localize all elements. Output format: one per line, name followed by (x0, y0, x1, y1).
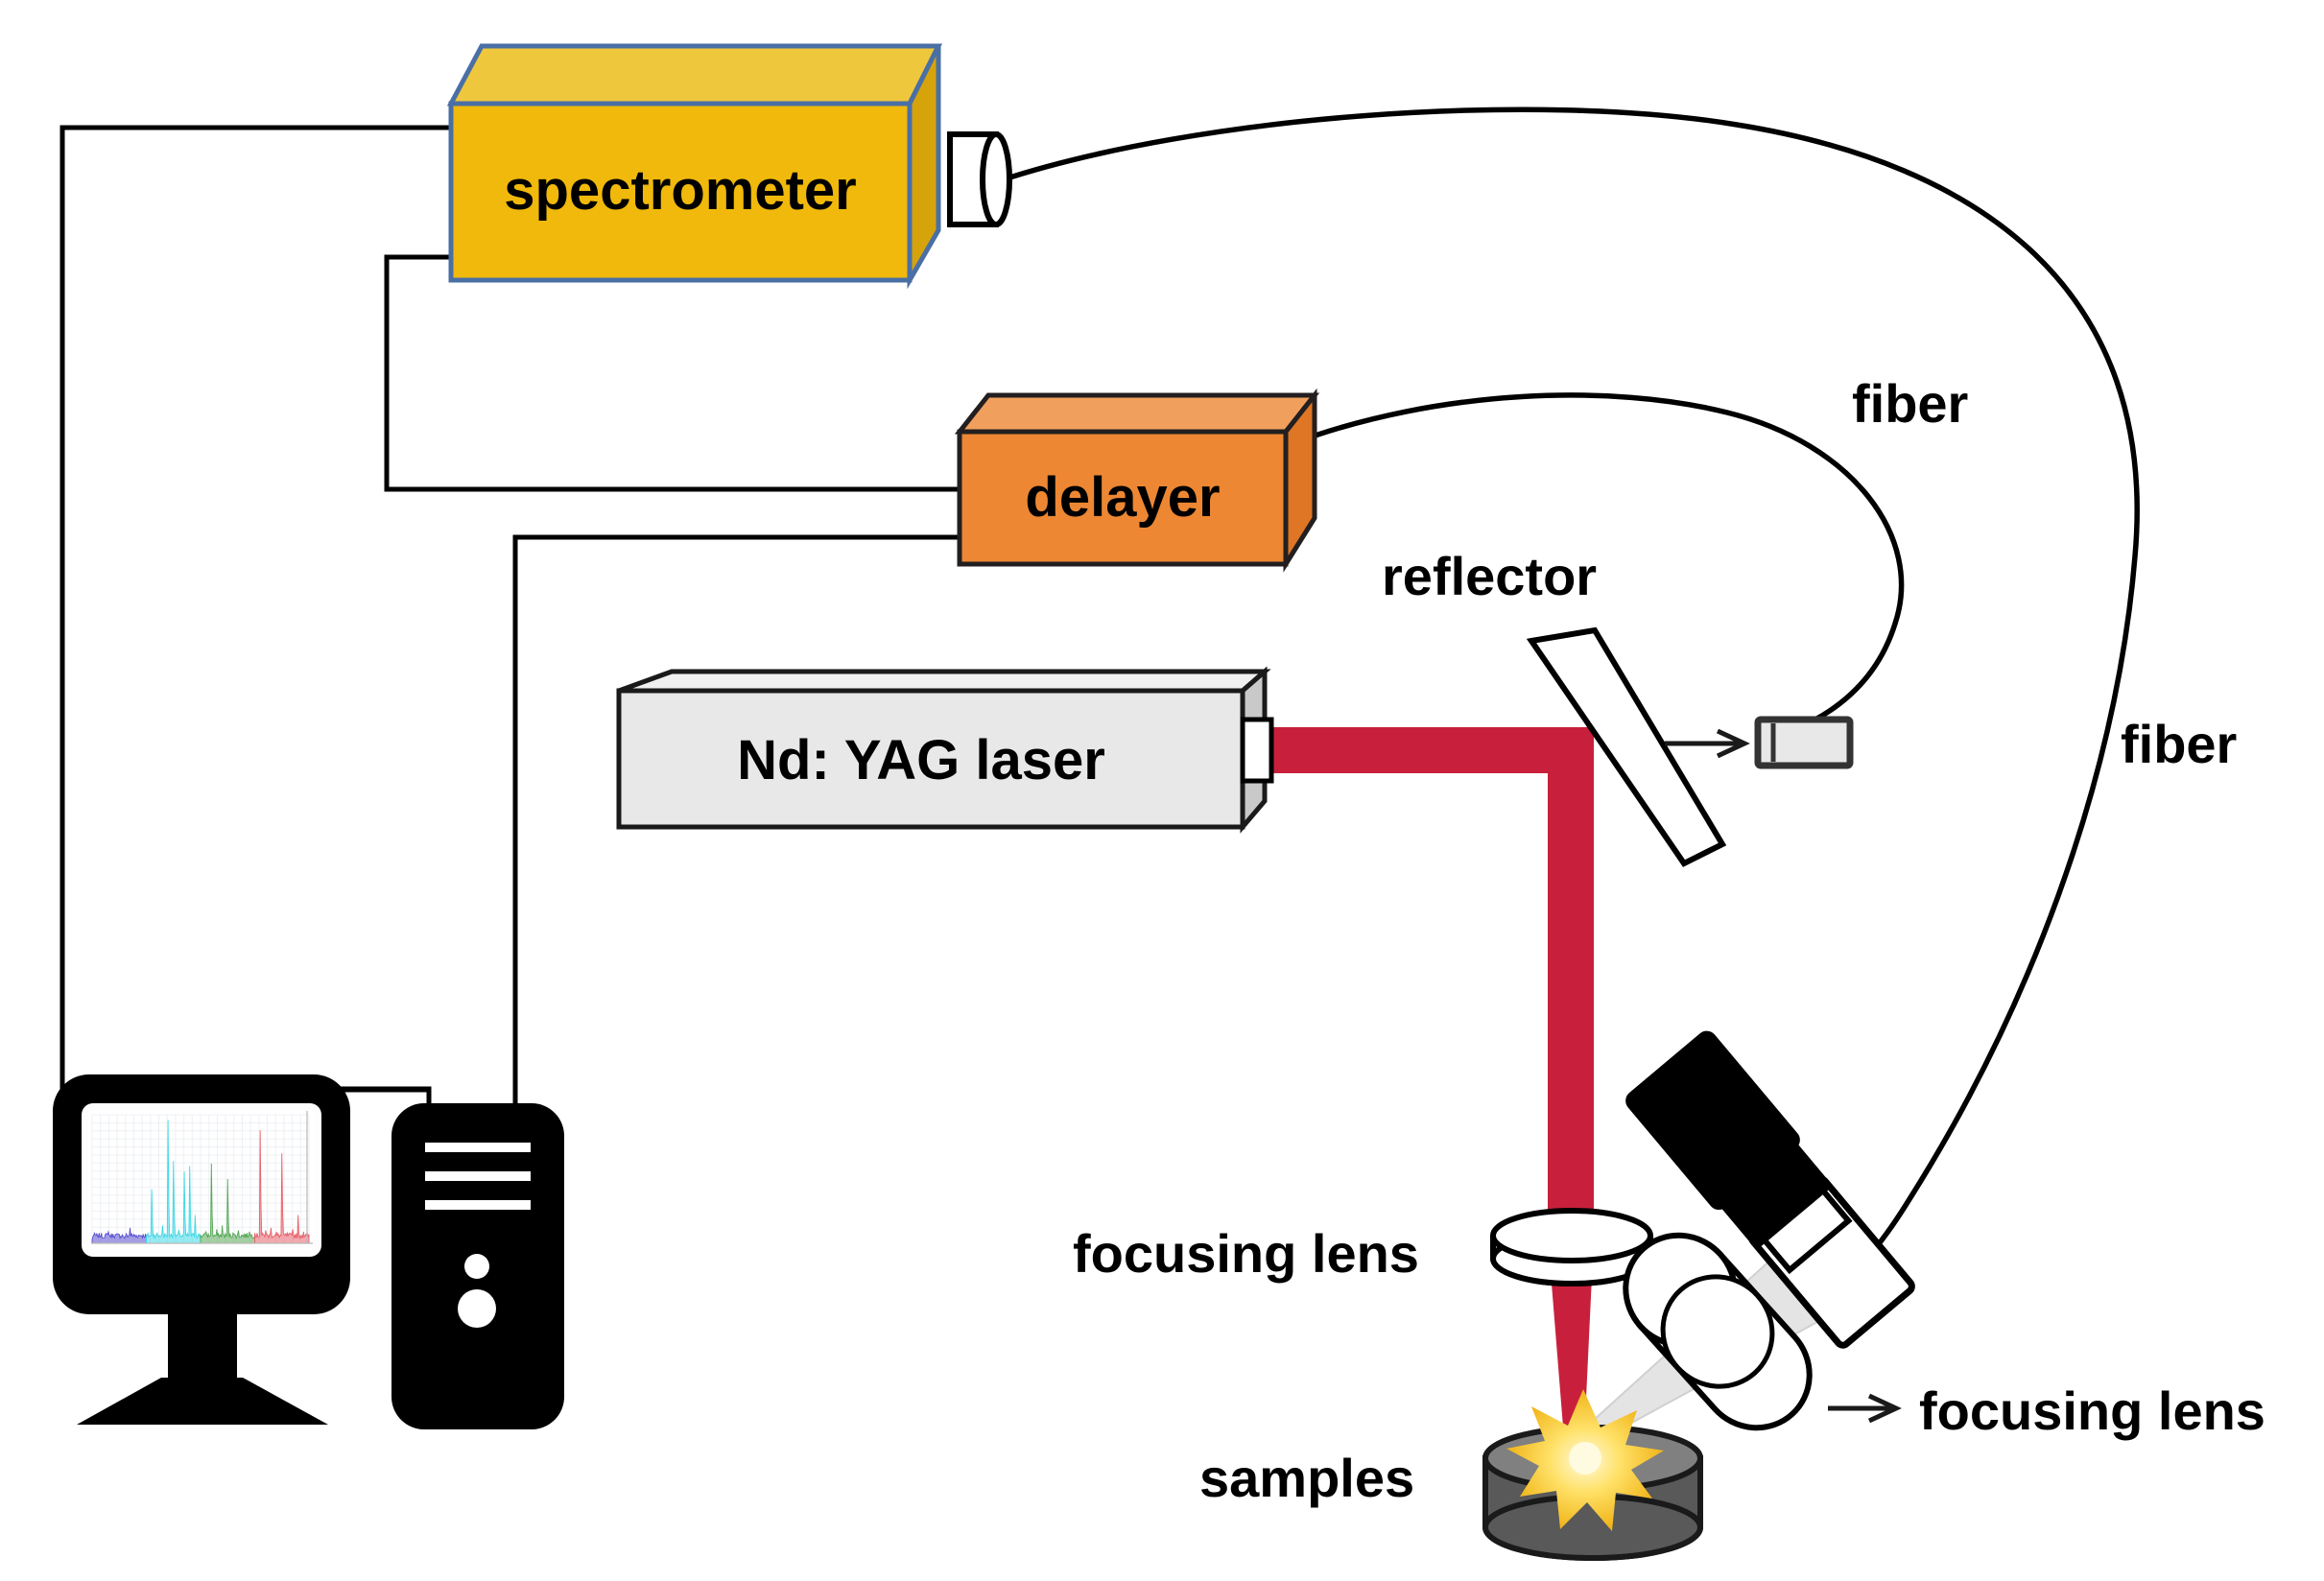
spectrometer-fiber-connector[interactable] (947, 131, 1012, 227)
delayer-label: delayer (1025, 466, 1220, 529)
computer-tower[interactable] (391, 1103, 564, 1429)
samples-label: samples (1199, 1448, 1414, 1508)
spectrometer-front-face (448, 101, 913, 283)
laser-beam-horizontal (1265, 727, 1594, 773)
arrow-reflector-to-fiber-head (1665, 728, 1750, 759)
focusing-lens-left-label: focusing lens (1073, 1223, 1419, 1284)
focusing-lens-beam[interactable] (1490, 1208, 1653, 1286)
laser-top-face (618, 669, 1271, 694)
spectrometer-box[interactable]: spectrometer (446, 43, 1012, 290)
spectrum-traces (91, 1120, 310, 1244)
spectrum-series-segment-2-cyan (146, 1120, 202, 1244)
spectrum-grid (91, 1114, 310, 1244)
spectrum-series-segment-4-red (254, 1130, 310, 1244)
laser-label: Nd: YAG laser (737, 729, 1105, 791)
laser-beam-vertical (1548, 727, 1594, 1236)
fiber-upper-label: fiber (1852, 373, 1968, 434)
wire-delayer-to-tower (512, 534, 960, 1103)
computer-monitor[interactable] (53, 1074, 350, 1425)
spectrometer-label: spectrometer (504, 159, 856, 222)
reflector-label: reflector (1382, 546, 1597, 606)
wire-spectrometer-to-delayer (384, 254, 960, 492)
delayer-top-face (954, 392, 1320, 435)
tower-led (464, 1254, 489, 1279)
laser-front-face (616, 688, 1245, 830)
spectrum-plot (88, 1110, 315, 1250)
fiber-lower-label: fiber (2121, 714, 2237, 774)
fiber-collection-to-spectrometer (1000, 106, 2140, 1303)
delayer-box[interactable]: delayer (954, 388, 1320, 573)
spectrum-series-segment-3-green (200, 1163, 255, 1244)
focusing-lens-right-label: focusing lens (1919, 1380, 2265, 1441)
laser-aperture (1240, 717, 1274, 784)
reflector-face (1526, 626, 1727, 867)
tower-power-button (458, 1289, 496, 1328)
laser-box[interactable]: Nd: YAG laser (616, 666, 1274, 834)
arrow-to-focusing-lens-label (1828, 1393, 1902, 1424)
spectrum-series-segment-1-blue (91, 1227, 147, 1244)
fiber-delayer-to-trigger-head (1290, 392, 1905, 742)
focusing-lens-collection[interactable] (1603, 1213, 1832, 1450)
fiber-head-trigger[interactable] (1754, 716, 1854, 769)
delayer-front-face (957, 429, 1289, 567)
spectrometer-top-face (446, 43, 943, 106)
reflector-mirror[interactable] (1526, 626, 1727, 867)
laser-beam-converging (1548, 1236, 1594, 1439)
wire-spectrometer-to-tower (59, 125, 451, 1103)
plasma-spark-icon (1506, 1389, 1664, 1531)
fiber-coupler-collection[interactable] (1625, 1030, 1919, 1352)
